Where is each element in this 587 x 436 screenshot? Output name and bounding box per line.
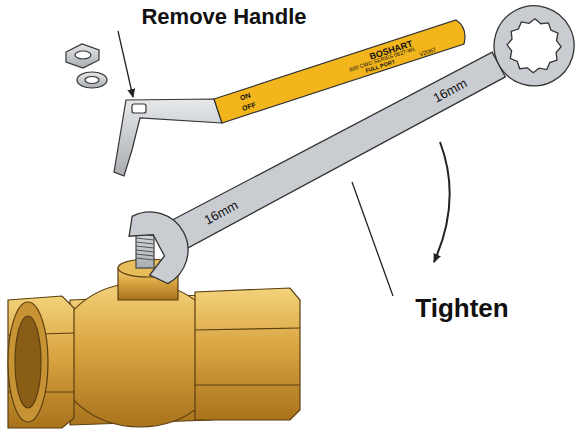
- handle-nut: [66, 44, 99, 68]
- 16mm-wrench: [121, 0, 587, 291]
- thread-stroke: [136, 258, 154, 260]
- thread-stroke: [136, 238, 154, 240]
- thread-stroke: [136, 242, 154, 244]
- callout-label: Remove Handle: [141, 6, 306, 28]
- callout-label: Tighten: [415, 295, 508, 321]
- thread-stroke: [136, 250, 154, 252]
- thread-stroke: [136, 254, 154, 256]
- leader-line: [118, 31, 133, 97]
- handle-washer: [77, 72, 107, 88]
- rotation-arrow: [434, 142, 450, 262]
- ball-valve: [8, 222, 300, 428]
- leader-line: [352, 182, 393, 296]
- thread-stroke: [136, 246, 154, 248]
